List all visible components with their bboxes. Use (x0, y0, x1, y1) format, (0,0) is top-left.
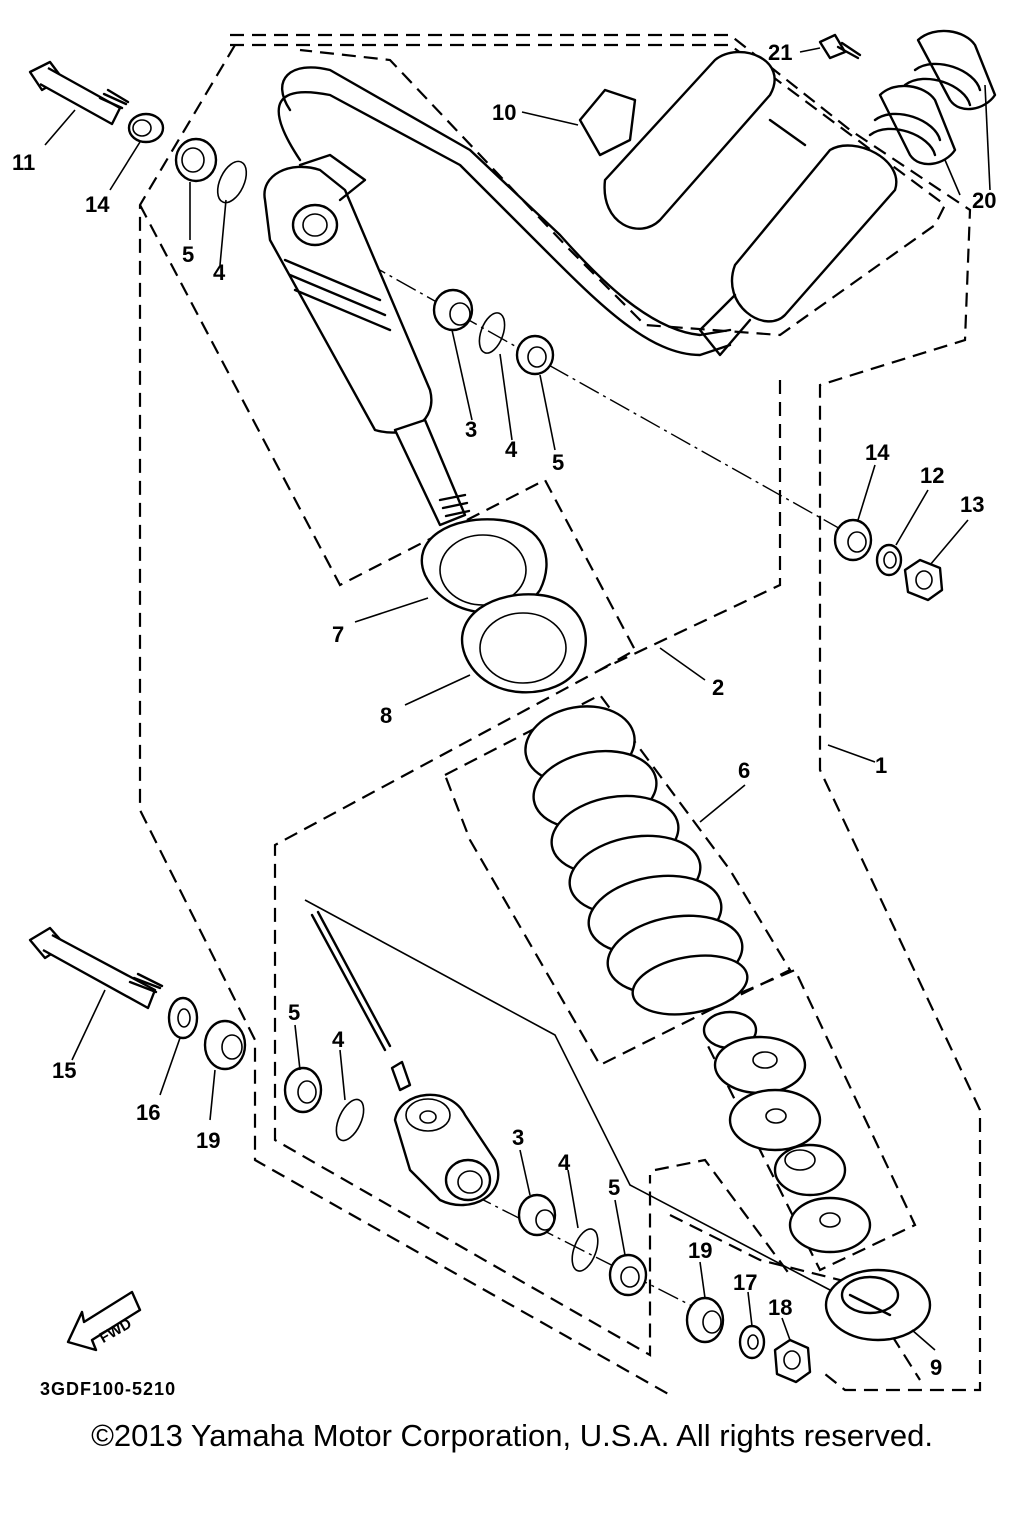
callout-5-upper-right: 5 (552, 450, 564, 475)
right-nut (903, 558, 944, 602)
lower-damper-eye (393, 1093, 500, 1207)
callout-9: 9 (930, 1355, 942, 1380)
diagram-code: 3GDF100-5210 (40, 1379, 176, 1399)
callout-8: 8 (380, 703, 392, 728)
damper-body (263, 66, 732, 527)
callout-13: 13 (960, 492, 984, 517)
right-collar (833, 518, 873, 562)
callout-5-upper-left: 5 (182, 242, 194, 267)
callout-12: 12 (920, 463, 944, 488)
upper-collar (127, 112, 165, 144)
lower-right-collar (685, 1296, 725, 1344)
callout-18: 18 (768, 1295, 792, 1320)
callout-6: 6 (738, 758, 750, 783)
callout-4-upper-left: 4 (213, 260, 226, 285)
lower-left-bearing (283, 1066, 323, 1114)
upper-bushing (432, 288, 474, 332)
copyright-notice: ©2013 Yamaha Motor Corporation, U.S.A. A… (91, 1418, 933, 1453)
fwd-arrow-icon: FWD (66, 1290, 142, 1352)
upper-right-bearing (515, 334, 555, 376)
lower-mount-boundary (654, 1158, 921, 1381)
upper-right-circlip (478, 312, 506, 354)
callout-2: 2 (712, 675, 724, 700)
reservoir-bracket (868, 29, 997, 166)
callout-16: 16 (136, 1100, 160, 1125)
spring-boundary (443, 693, 792, 1067)
callout-5-lower-right: 5 (608, 1175, 620, 1200)
callout-14-upper-left: 14 (85, 192, 110, 217)
leader-lines (44, 47, 991, 1351)
callout-21: 21 (768, 40, 792, 65)
upper-left-circlip (216, 160, 248, 204)
lower-left-circlip (335, 1098, 365, 1142)
lower-spring-seat-stack (702, 1010, 872, 1254)
lower-left-collar (203, 1019, 247, 1071)
callout-4-upper-right: 4 (505, 437, 518, 462)
lower-seat-boundary (699, 968, 917, 1272)
callout-14-right: 14 (865, 440, 890, 465)
callout-1: 1 (875, 753, 887, 778)
callout-4-lower-right: 4 (558, 1150, 571, 1175)
reservoir-cap (578, 50, 776, 230)
lower-right-bearing (608, 1253, 648, 1297)
damper-body-boundary (230, 43, 947, 337)
lower-right-nut (773, 1338, 812, 1384)
lower-right-circlip (571, 1228, 599, 1272)
damper-rod-pin (310, 910, 412, 1092)
callout-5-lower-left: 5 (288, 1000, 300, 1025)
callout-11: 11 (12, 150, 35, 175)
lower-right-washer (738, 1324, 766, 1360)
assembly-1-boundary (230, 33, 982, 1392)
callout-labels: 1 2 3 3 4 4 4 4 5 5 5 5 6 7 8 9 10 11 12… (12, 40, 996, 1380)
callout-19-left: 19 (196, 1128, 220, 1153)
callout-3-lower: 3 (512, 1125, 524, 1150)
callout-20: 20 (972, 188, 996, 213)
callout-7: 7 (332, 622, 344, 647)
lower-left-washer (167, 996, 199, 1040)
spring-lock-nut (461, 593, 587, 694)
callout-19-right: 19 (688, 1238, 712, 1263)
shock-spring (524, 705, 749, 1016)
lower-mount-bolt (28, 926, 164, 1010)
callout-4-lower-left: 4 (332, 1027, 345, 1052)
lower-bump-stop (824, 1268, 932, 1342)
reservoir-bracket-bolt (818, 33, 862, 60)
lower-bushing (517, 1193, 557, 1237)
callout-3-upper: 3 (465, 417, 477, 442)
reservoir-body (698, 118, 898, 357)
callout-15: 15 (52, 1058, 76, 1083)
assembly-2-boundary (138, 44, 782, 1396)
callout-17: 17 (733, 1270, 757, 1295)
upper-left-bearing (174, 137, 218, 183)
right-washer (875, 543, 903, 577)
upper-mount-bolt (28, 60, 130, 126)
callout-10: 10 (492, 100, 516, 125)
